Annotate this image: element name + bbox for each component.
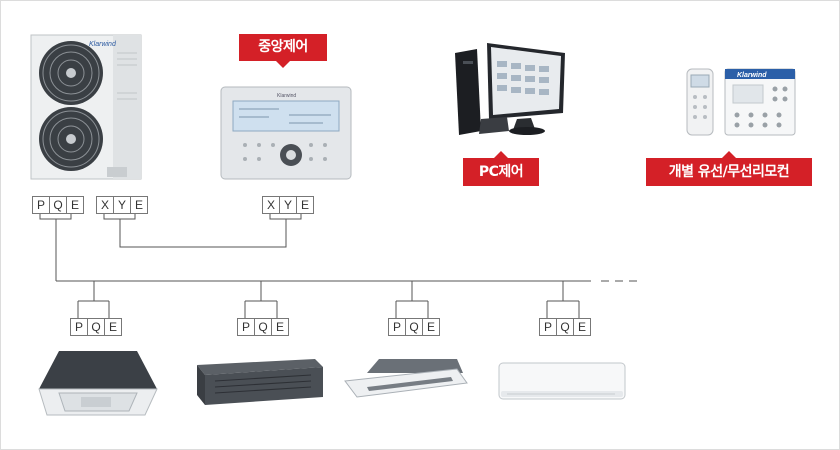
terminal-q: Q	[405, 318, 423, 336]
wired-remote: Klarwind	[724, 68, 796, 136]
terminal-e: E	[296, 196, 314, 214]
outdoor-fan-bottom	[39, 107, 103, 171]
indoor-duct-unit	[197, 359, 323, 405]
terminal-x: X	[262, 196, 280, 214]
pc-control-label: PC제어	[463, 151, 539, 186]
central-control-arrow	[276, 61, 290, 68]
terminal-e: E	[104, 318, 122, 336]
terminal-p: P	[32, 196, 50, 214]
terminal-e: E	[271, 318, 289, 336]
outdoor-brand-text: Klarwind	[89, 41, 117, 48]
terminal-e: E	[66, 196, 84, 214]
terminal-q: Q	[49, 196, 67, 214]
terminal-p: P	[388, 318, 406, 336]
indoor-one-way-cassette	[344, 359, 468, 398]
terminal-q: Q	[556, 318, 574, 336]
individual-remotes: Klarwind	[686, 68, 796, 136]
individual-remote-arrow	[722, 151, 736, 158]
terminal-y: Y	[113, 196, 131, 214]
terminal-p: P	[539, 318, 557, 336]
individual-remote-label: 개별 유선/무선리모컨	[646, 151, 812, 186]
outdoor-pqe-terminal: P Q E	[32, 196, 84, 214]
indoor-2-pqe-terminal: P Q E	[237, 318, 289, 336]
central-control-text: 중앙제어	[258, 39, 308, 55]
terminal-x: X	[96, 196, 114, 214]
indoor-wall-unit	[498, 362, 626, 400]
central-control-label: 중앙제어	[239, 34, 327, 68]
outdoor-unit: Klarwind	[30, 34, 142, 180]
indoor-3-pqe-terminal: P Q E	[388, 318, 440, 336]
controller-xye-terminal: X Y E	[262, 196, 314, 214]
pc-computer	[455, 43, 565, 135]
terminal-y: Y	[279, 196, 297, 214]
terminal-p: P	[237, 318, 255, 336]
indoor-cassette-unit	[38, 351, 158, 416]
terminal-e: E	[573, 318, 591, 336]
individual-remote-text: 개별 유선/무선리모컨	[668, 164, 790, 180]
pc-control-text: PC제어	[478, 164, 524, 180]
outdoor-fan-top	[39, 41, 103, 105]
terminal-q: Q	[254, 318, 272, 336]
terminal-q: Q	[87, 318, 105, 336]
terminal-e: E	[422, 318, 440, 336]
central-controller: Klarwind	[220, 86, 352, 180]
wireless-remote	[686, 68, 714, 136]
indoor-1-pqe-terminal: P Q E	[70, 318, 122, 336]
terminal-e: E	[130, 196, 148, 214]
outdoor-xye-terminal: X Y E	[96, 196, 148, 214]
terminal-p: P	[70, 318, 88, 336]
pc-control-arrow	[494, 151, 508, 158]
remote-brand-text: Klarwind	[737, 72, 767, 79]
controller-brand-text: Klarwind	[277, 93, 296, 99]
indoor-4-pqe-terminal: P Q E	[539, 318, 591, 336]
